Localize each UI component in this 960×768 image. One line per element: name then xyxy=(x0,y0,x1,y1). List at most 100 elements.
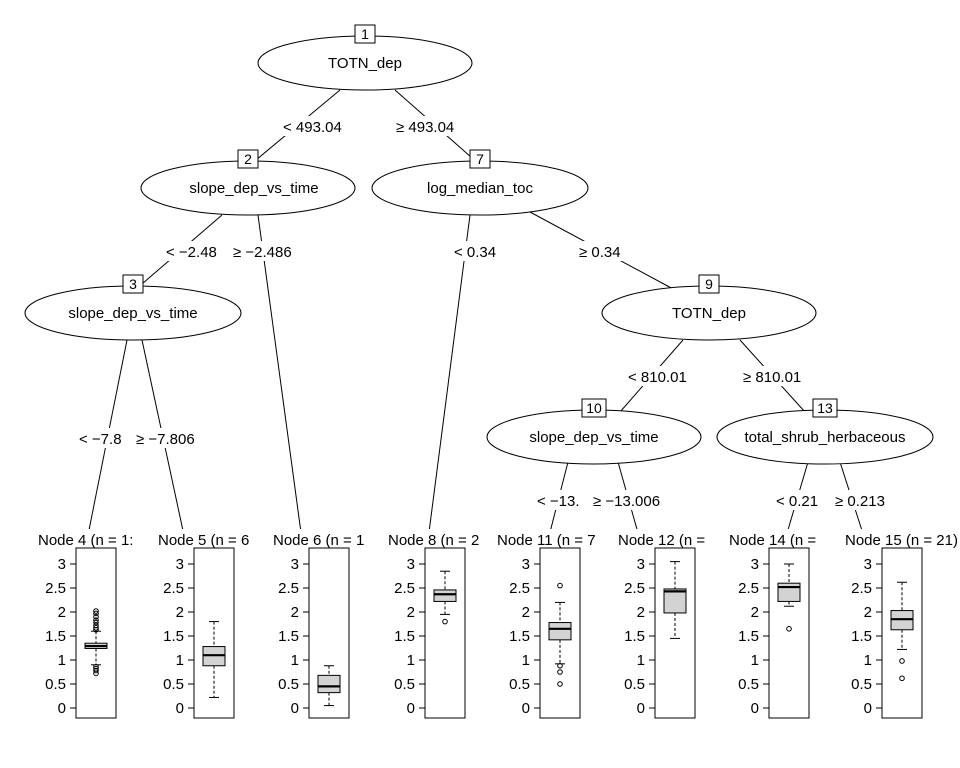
edge-labels: < 493.04 ≥ 493.04 < −2.48 ≥ −2.486 < −7.… xyxy=(78,116,888,510)
y-tick-label: 0.5 xyxy=(624,676,645,693)
node-7: 7 log_median_toc xyxy=(371,149,589,216)
terminal-title: Node 4 (n = 1: xyxy=(38,532,133,549)
y-tick-label: 1 xyxy=(176,652,184,669)
y-tick-label: 0 xyxy=(407,700,415,717)
svg-text:< 0.34: < 0.34 xyxy=(454,244,496,261)
y-tick-label: 0 xyxy=(58,700,66,717)
node-label: log_median_toc xyxy=(427,180,533,197)
svg-text:< 493.04: < 493.04 xyxy=(283,119,342,136)
boxplot-panel xyxy=(539,547,581,719)
node-label: slope_dep_vs_time xyxy=(529,429,658,446)
y-tick-label: 3 xyxy=(864,556,872,573)
y-tick-label: 2.5 xyxy=(624,580,645,597)
terminal-title-bg xyxy=(387,529,501,547)
y-tick-label: 0.5 xyxy=(163,676,184,693)
terminal-title-bg xyxy=(496,529,610,547)
svg-text:< 0.21: < 0.21 xyxy=(776,493,818,510)
y-tick-label: 3 xyxy=(291,556,299,573)
terminal-title: Node 8 (n = 2 xyxy=(388,532,479,549)
y-tick-label: 0 xyxy=(176,700,184,717)
y-tick-label: 1.5 xyxy=(163,628,184,645)
terminal-node-8: Node 15 (n = 21)00.511.522.53 xyxy=(844,529,960,719)
terminal-title: Node 6 (n = 1 xyxy=(273,532,364,549)
terminal-node-4: Node 8 (n = 200.511.522.53 xyxy=(387,529,501,719)
y-tick-label: 1.5 xyxy=(851,628,872,645)
edge-label-2-right: ≥ −2.486 xyxy=(232,241,300,261)
y-tick-label: 3 xyxy=(751,556,759,573)
outlier-point xyxy=(93,667,99,674)
outlier-point xyxy=(93,622,99,629)
y-tick-label: 1 xyxy=(637,652,645,669)
iqr-box xyxy=(317,674,341,694)
terminal-title: Node 15 (n = 21) xyxy=(845,532,958,549)
edge-label-13-right: ≥ 0.213 xyxy=(834,490,888,510)
node-13: 13 total_shrub_herbaceous xyxy=(716,398,934,465)
edge-label-9-left: < 810.01 xyxy=(627,366,691,386)
node-id: 7 xyxy=(476,151,484,167)
svg-text:< 810.01: < 810.01 xyxy=(628,369,687,386)
y-tick-label: 3 xyxy=(637,556,645,573)
iqr-box xyxy=(548,622,572,641)
y-tick-label: 2 xyxy=(637,604,645,621)
outlier-point xyxy=(557,669,563,675)
y-tick-label: 0 xyxy=(522,700,530,717)
node-id: 1 xyxy=(361,26,369,42)
node-label: slope_dep_vs_time xyxy=(68,305,197,322)
node-id: 3 xyxy=(129,276,137,292)
y-tick-label: 0.5 xyxy=(394,676,415,693)
svg-text:≥ −2.486: ≥ −2.486 xyxy=(233,244,292,261)
iqr-box xyxy=(777,582,801,602)
outlier-point xyxy=(93,617,99,623)
terminal-node-3: Node 6 (n = 100.511.522.53 xyxy=(272,529,386,719)
y-tick-label: 0.5 xyxy=(509,676,530,693)
terminal-title: Node 14 (n = xyxy=(729,532,816,549)
node-3: 3 slope_dep_vs_time xyxy=(24,274,242,341)
edge-label-3-right: ≥ −7.806 xyxy=(135,428,203,448)
terminal-title-bg xyxy=(728,529,842,547)
terminal-title-bg xyxy=(844,529,960,547)
outlier-point xyxy=(557,681,563,687)
terminal-node-6: Node 12 (n =00.511.522.53 xyxy=(617,529,731,719)
node-2: 2 slope_dep_vs_time xyxy=(140,149,356,216)
boxplot-panel xyxy=(768,547,810,719)
y-tick-label: 1 xyxy=(864,652,872,669)
edge-label-9-right: ≥ 810.01 xyxy=(742,366,806,386)
y-tick-label: 1.5 xyxy=(45,628,66,645)
y-tick-label: 0 xyxy=(751,700,759,717)
outlier-point xyxy=(93,663,99,670)
terminal-title-bg xyxy=(272,529,386,547)
outlier-point xyxy=(899,658,905,664)
svg-text:≥ 493.04: ≥ 493.04 xyxy=(396,119,454,136)
boxplot-panel xyxy=(881,547,923,719)
terminal-title-bg xyxy=(157,529,271,547)
y-tick-label: 2.5 xyxy=(738,580,759,597)
y-tick-label: 2 xyxy=(864,604,872,621)
node-label: TOTN_dep xyxy=(328,55,402,72)
y-tick-label: 2.5 xyxy=(394,580,415,597)
outlier-point xyxy=(93,625,99,631)
iqr-box xyxy=(663,588,687,614)
outlier-point xyxy=(557,582,563,589)
y-tick-label: 2.5 xyxy=(851,580,872,597)
node-1: 1 TOTN_dep xyxy=(257,24,473,91)
y-tick-label: 1.5 xyxy=(278,628,299,645)
outlier-point xyxy=(93,610,99,617)
y-tick-label: 1 xyxy=(407,652,415,669)
node-id: 9 xyxy=(705,276,713,292)
svg-text:≥ 810.01: ≥ 810.01 xyxy=(743,369,801,386)
y-tick-label: 2 xyxy=(407,604,415,621)
node-label: TOTN_dep xyxy=(672,305,746,322)
outlier-point xyxy=(93,665,99,672)
node-10: 10 slope_dep_vs_time xyxy=(486,398,702,465)
edge-label-13-left: < 0.21 xyxy=(775,490,821,510)
svg-text:< −13.: < −13. xyxy=(537,493,580,510)
edge-label-2-left: < −2.48 xyxy=(165,241,225,261)
edge-label-7-left: < 0.34 xyxy=(453,241,499,261)
edge-label-3-left: < −7.8 xyxy=(78,428,128,448)
terminal-title-bg xyxy=(37,529,151,547)
outlier-point xyxy=(93,619,99,626)
y-tick-label: 2 xyxy=(751,604,759,621)
y-tick-label: 3 xyxy=(176,556,184,573)
y-tick-label: 2.5 xyxy=(278,580,299,597)
